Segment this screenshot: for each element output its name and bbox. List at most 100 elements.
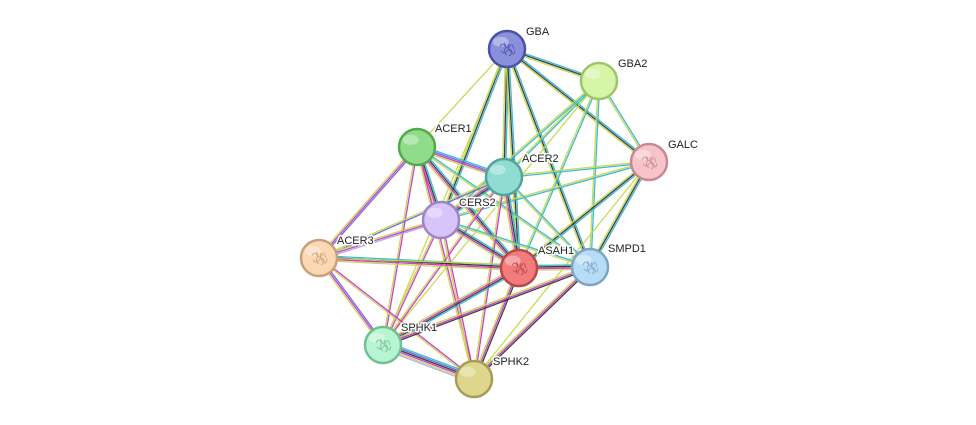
node-galc[interactable]: GALC [629, 138, 700, 182]
edge-line-cyan [441, 162, 650, 222]
edge-line-magenta [382, 266, 519, 345]
edge-line-magenta [318, 258, 519, 270]
edge-line-yellowgreen [381, 219, 441, 345]
edge-smpd1-sphk2[interactable] [472, 265, 592, 381]
edge-acer1-asah1[interactable] [414, 145, 522, 270]
node-circle[interactable] [421, 200, 461, 240]
edge-galc-cers2[interactable] [440, 160, 650, 222]
node-label: ACER3 [337, 235, 374, 247]
edge-acer1-smpd1[interactable] [416, 145, 591, 269]
edge-line-cyan [504, 162, 650, 179]
node-circle[interactable] [629, 142, 669, 182]
edge-line-yellowgreen [382, 80, 600, 346]
edge-acer2-smpd1[interactable] [502, 175, 592, 269]
node-circle[interactable] [454, 359, 494, 399]
node-highlight [459, 366, 476, 377]
node-cers2[interactable]: CERS2 [421, 196, 497, 240]
edge-line-cyan [504, 81, 601, 179]
node-label: GBA2 [618, 58, 647, 70]
edge-gba2-asah1[interactable] [517, 80, 601, 269]
node-sphk1[interactable]: SPHK1 [363, 321, 439, 365]
node-circle[interactable] [299, 238, 339, 278]
edge-line-magenta [382, 266, 591, 346]
edge-line-yellowgreen [517, 160, 649, 268]
protein-structure-icon [311, 251, 328, 266]
edge-smpd1-sphk1[interactable] [382, 264, 591, 348]
edge-gba2-cers2[interactable] [440, 79, 600, 222]
edge-gba-smpd1[interactable] [504, 48, 593, 268]
edge-asah1-sphk2[interactable] [471, 267, 522, 380]
node-circle[interactable] [499, 248, 539, 288]
edge-gba2-smpd1[interactable] [588, 80, 601, 268]
edge-acer3-sphk2[interactable] [318, 256, 475, 381]
edge-line-magenta [415, 147, 519, 269]
edge-line-cyan [590, 162, 651, 269]
edge-line-blue [319, 147, 419, 260]
edge-galc-smpd1[interactable] [588, 160, 651, 269]
node-label: GBA [526, 26, 550, 38]
edge-line-yellowgreen [588, 80, 599, 267]
edge-line-cyan [504, 175, 592, 267]
node-acer3[interactable]: ACER3 [299, 234, 375, 278]
edge-gba2-sphk1[interactable] [382, 80, 600, 346]
edge-line-cyan [441, 218, 591, 267]
edge-line-black [474, 268, 522, 380]
edge-line-yellowgreen [439, 220, 474, 380]
edge-asah1-sphk1[interactable] [381, 265, 521, 348]
node-label: SPHK1 [401, 322, 437, 334]
edge-acer1-acer3[interactable] [317, 145, 419, 260]
node-highlight [489, 164, 506, 175]
node-label: ACER1 [435, 123, 472, 135]
node-sphk2[interactable]: SPHK2 [454, 355, 531, 399]
edge-acer2-sphk2[interactable] [472, 176, 506, 380]
node-label: GALC [668, 139, 698, 151]
edge-line-magenta [473, 266, 591, 380]
edge-acer2-acer3[interactable] [318, 175, 505, 260]
node-circle[interactable] [397, 127, 437, 167]
node-acer1[interactable]: ACER1 [397, 122, 473, 167]
edge-gba-acer1[interactable] [416, 48, 508, 148]
edge-line-yellowgreen [503, 160, 649, 177]
node-circle[interactable] [487, 29, 527, 69]
protein-structure-icon [375, 338, 392, 353]
edge-line-yellowgreen [440, 220, 590, 269]
edge-line-cyan [590, 81, 601, 268]
node-gba2[interactable]: GBA2 [579, 57, 649, 101]
edge-line-cyan [507, 48, 522, 268]
node-acer2[interactable]: ACER2 [484, 152, 560, 197]
edge-line-lavender [319, 220, 442, 261]
edge-line-yellowgreen [588, 160, 649, 267]
edge-galc-sphk2[interactable] [473, 161, 650, 380]
edge-line-yellowgreen [318, 175, 504, 258]
edge-cers2-sphk1[interactable] [381, 219, 443, 346]
edge-line-yellowgreen [473, 161, 650, 380]
protein-structure-icon [582, 260, 599, 275]
edge-line-yellowgreen [318, 259, 519, 272]
edge-line-yellowgreen [416, 48, 508, 148]
node-label: SPHK2 [493, 356, 529, 368]
edge-line-yellowgreen [318, 258, 474, 381]
edge-gba-sphk1[interactable] [382, 48, 508, 346]
edge-line-black [383, 268, 520, 347]
edge-galc-acer2[interactable] [503, 160, 650, 179]
edge-line-blue [319, 177, 505, 260]
node-circle[interactable] [484, 157, 524, 197]
edge-acer1-sphk1[interactable] [381, 146, 419, 346]
node-asah1[interactable]: ASAH1 [499, 244, 576, 288]
edge-cers2-smpd1[interactable] [440, 218, 591, 269]
edge-line-black [383, 267, 591, 348]
node-smpd1[interactable]: SMPD1 [570, 242, 647, 287]
node-gba[interactable]: GBA [487, 25, 551, 69]
node-circle[interactable] [579, 61, 619, 101]
protein-structure-icon [641, 155, 658, 170]
edge-line-yellowgreen [381, 176, 504, 345]
node-circle[interactable] [363, 325, 403, 365]
edge-cers2-acer3[interactable] [318, 217, 442, 261]
edge-line-yellowgreen [504, 49, 590, 268]
edge-line-yellowgreen [381, 265, 519, 344]
edge-gba-galc[interactable] [505, 47, 651, 164]
node-circle[interactable] [570, 247, 610, 287]
edge-line-cyan [507, 48, 593, 267]
